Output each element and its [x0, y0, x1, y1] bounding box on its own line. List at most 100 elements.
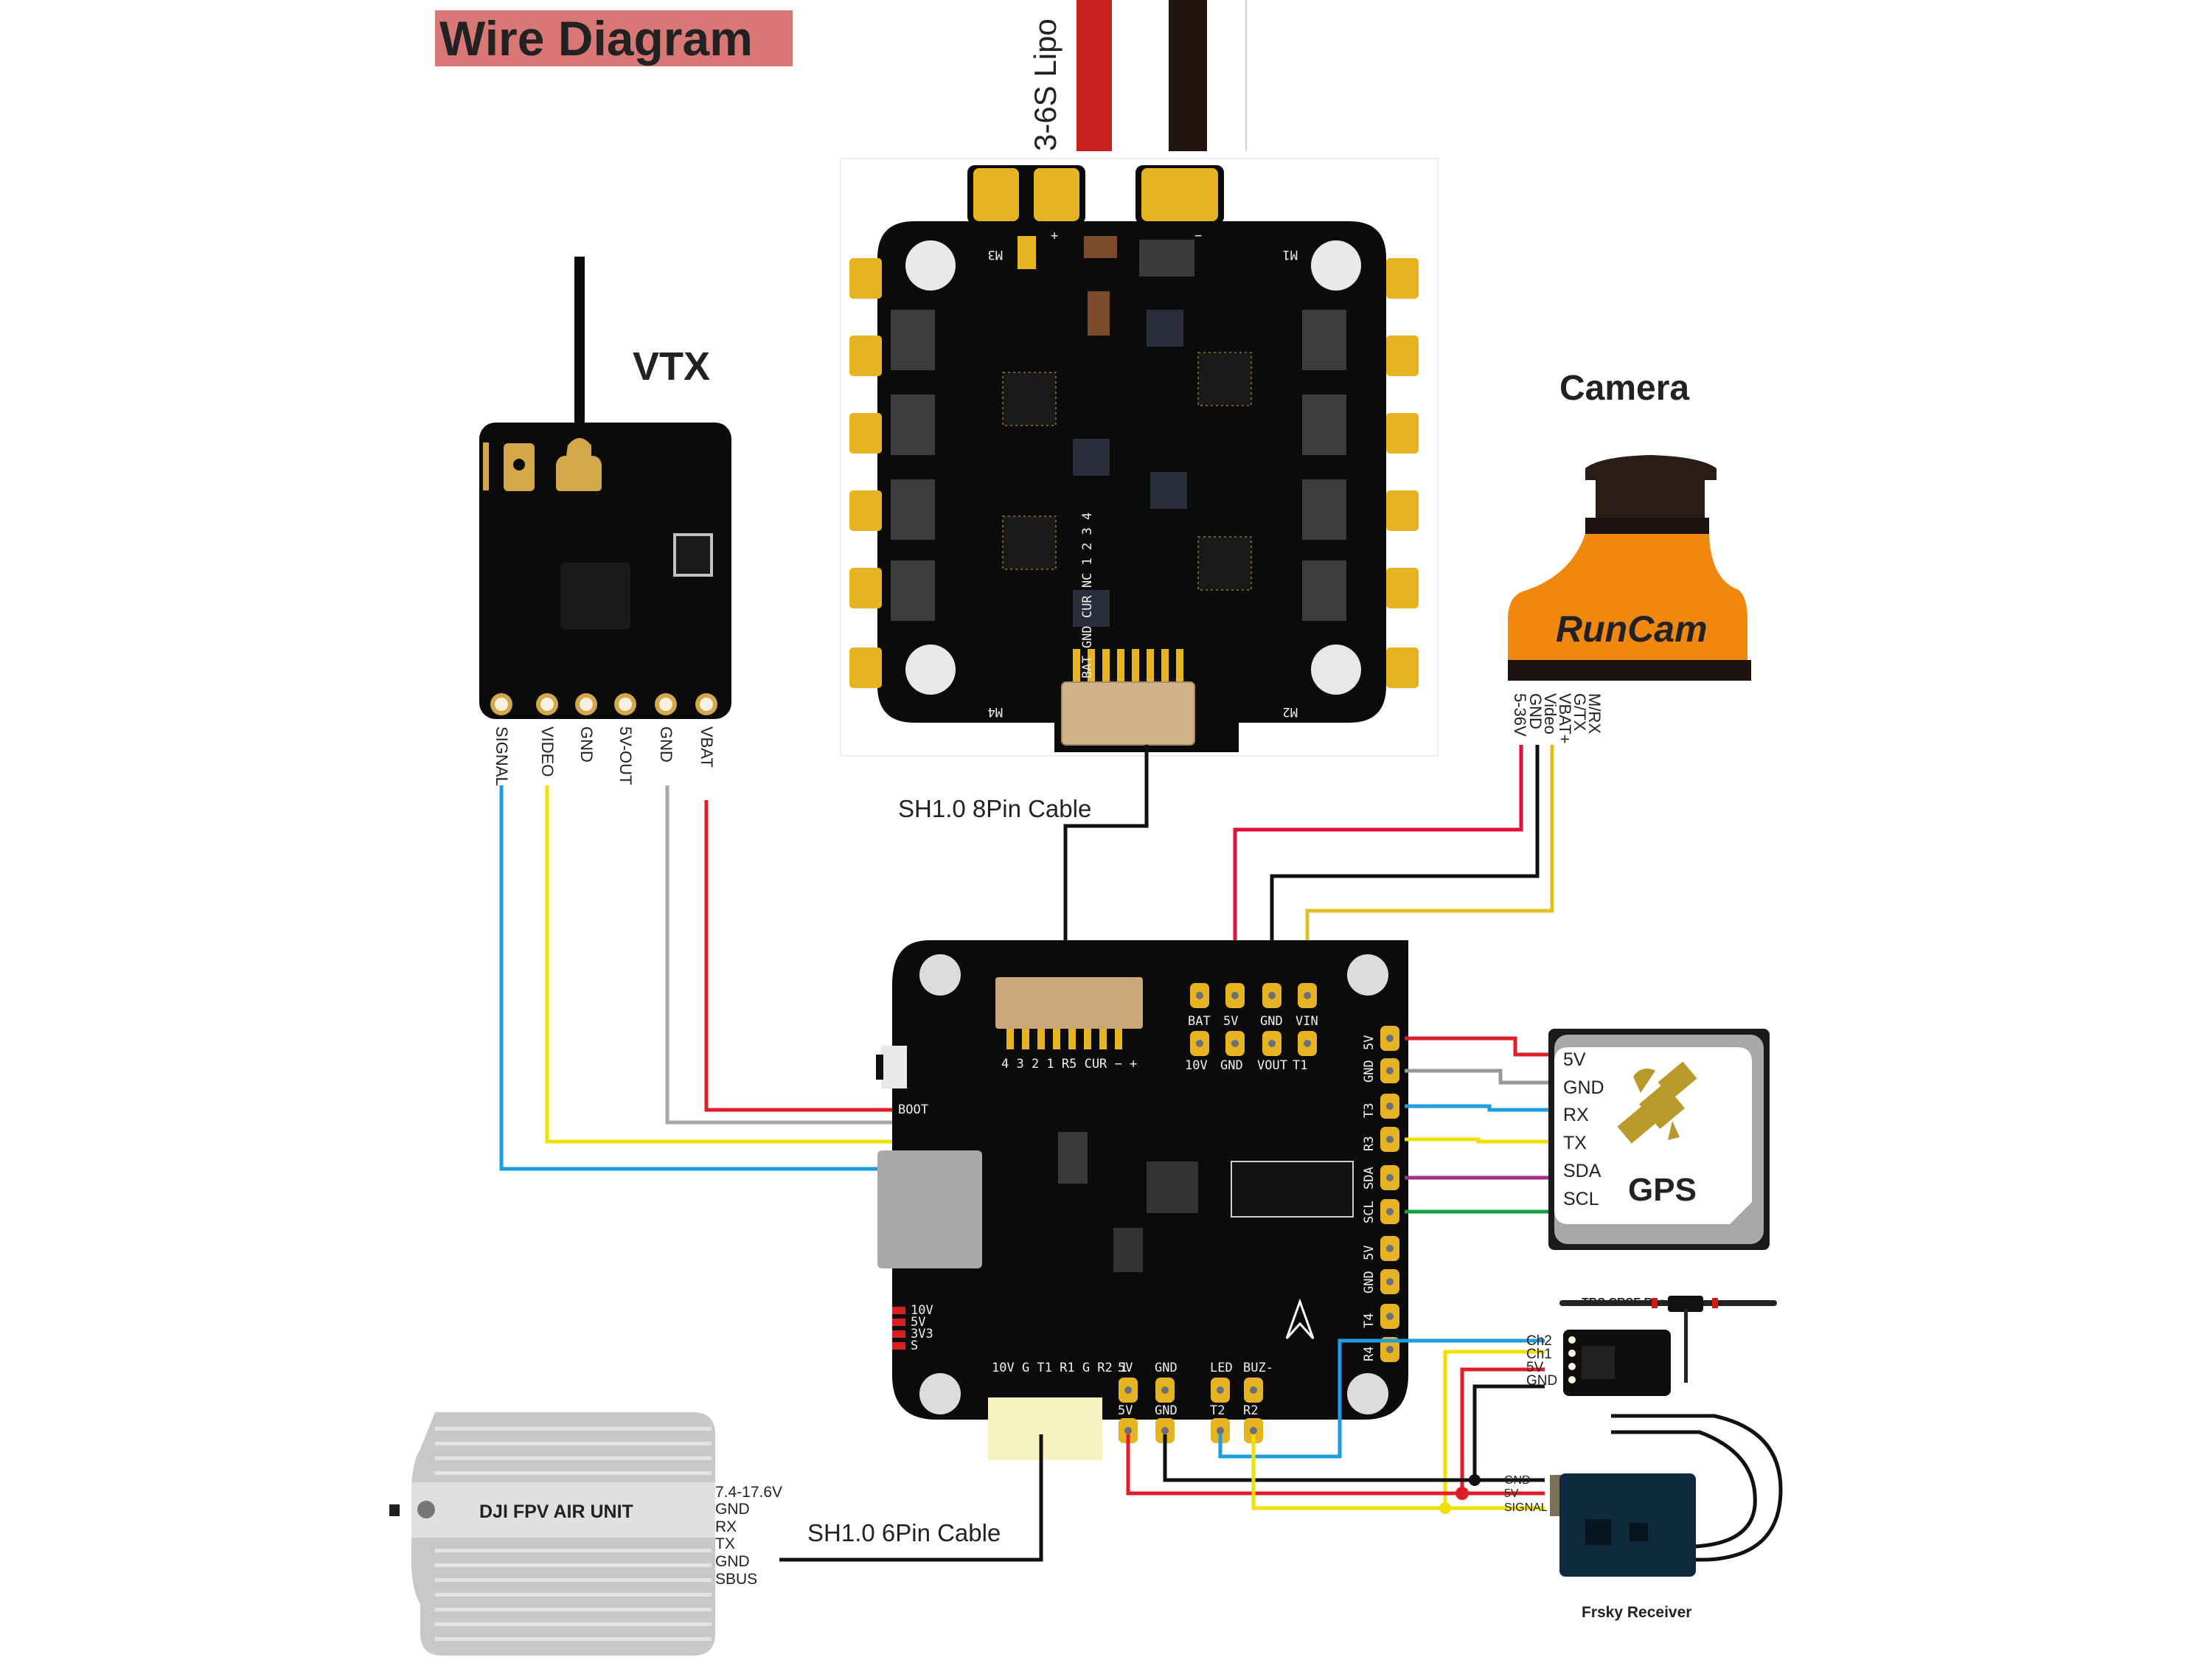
fc-top-pad-bat [1190, 983, 1209, 1008]
esc-motor-pad-left [849, 647, 882, 688]
fc-top-pad-label: GND [1260, 1014, 1283, 1029]
dji-cooling-fin [435, 1456, 712, 1460]
fc-bottom-pad-gnd [1155, 1378, 1175, 1403]
battery-label: 3-6S Lipo [1028, 18, 1062, 151]
esc-cap [1018, 236, 1036, 269]
camera-pin-label: Video [1541, 693, 1559, 735]
fc-boot-button[interactable] [881, 1046, 907, 1088]
fc-led [892, 1330, 905, 1338]
esc-mosfet [1302, 310, 1346, 370]
title-background [435, 10, 793, 66]
vtx-pin-hole [495, 698, 508, 711]
dji-pin-label: TX [715, 1535, 735, 1552]
crsf-pcb [1563, 1330, 1671, 1396]
title-group: Wire Diagram [435, 10, 793, 66]
vtx-component [673, 533, 713, 577]
dji-pin-label: 7.4-17.6V [715, 1484, 782, 1501]
crsf-pin [1568, 1363, 1576, 1370]
fc-esc-connector-pin [1037, 1029, 1045, 1049]
camera-pin-label: 5-36V [1511, 693, 1529, 737]
fc-usb-port[interactable] [877, 1150, 982, 1268]
vtx-pad-hole [513, 459, 525, 470]
frsky-chip-2 [1630, 1523, 1648, 1541]
fc-right-pad-5v [1380, 1026, 1399, 1051]
camera-pin-label: GND [1526, 693, 1545, 729]
fc-boot-button-cap [876, 1055, 883, 1080]
fc-led [892, 1319, 905, 1326]
fc-led-label: 5V [911, 1315, 925, 1330]
esc-mcu-4 [1073, 590, 1110, 627]
esc-mount-hole-br [1311, 645, 1361, 695]
wire-crsf-5v [1460, 1367, 1545, 1493]
fc-dji-connector-labels: 10V G T1 R1 G R2 1 [992, 1361, 1127, 1375]
gps-pin-label: TX [1563, 1133, 1587, 1153]
fc-right-pad-label: GND [1362, 1060, 1377, 1083]
crsf-pin [1568, 1376, 1576, 1383]
dji-label-band [411, 1482, 715, 1538]
wire-frsky-signal [1251, 1434, 1545, 1510]
camera-brand: RunCam [1556, 608, 1708, 650]
fc-bottom-pad-label: 5V [1118, 1403, 1133, 1418]
fc-direction-arrow-icon [1285, 1298, 1315, 1340]
fc-top-pad-gnd [1225, 1031, 1245, 1056]
motor-label-m4: M4 [988, 704, 1003, 719]
dji-cable-label: SH1.0 6Pin Cable [807, 1519, 1001, 1546]
fc-right-pad-label: GND [1362, 1271, 1377, 1293]
fc-bottom-pad-buz [1244, 1378, 1263, 1403]
esc-mcu-1 [1147, 310, 1183, 347]
fc-bottom-pad-label: GND [1155, 1361, 1178, 1375]
vtx-pin-label: 5V-OUT [616, 726, 635, 785]
fc-led [892, 1342, 905, 1350]
vtx-pin-hole [659, 698, 672, 711]
crsf-antenna-t [1668, 1296, 1703, 1312]
esc-motor-pad-right [1386, 413, 1419, 454]
crsf-pin-label: Ch2 [1526, 1333, 1552, 1349]
fc-top-pad-vout [1262, 1031, 1281, 1056]
fc-mount-hole-tl [919, 954, 961, 996]
camera-pin-label: M/RX [1585, 693, 1604, 734]
vtx-antenna-pad [556, 438, 602, 491]
motor-label-m2: M2 [1283, 704, 1298, 719]
fc-top-pad-5v [1225, 983, 1245, 1008]
dji-pin-label: GND [715, 1553, 750, 1570]
esc-motor-pad-left [849, 336, 882, 376]
junction-5v [1455, 1487, 1469, 1500]
esc-motor-pad-right [1386, 258, 1419, 299]
fc-led-label: S [911, 1338, 918, 1353]
vtx-pin-label: VBAT [698, 726, 716, 768]
fc-bottom-pad-label: GND [1155, 1403, 1178, 1418]
fc-top-pad-label: T1 [1293, 1058, 1307, 1073]
fc-esc-connector-pin [1099, 1029, 1107, 1049]
fc-top-pad-vin [1298, 983, 1317, 1008]
fc-right-pad-gnd [1380, 1269, 1399, 1294]
esc-driver-ic-2 [1197, 352, 1252, 406]
esc-connector-pin [1176, 649, 1183, 682]
fc-bottom-pad-r2 [1244, 1418, 1263, 1443]
esc-mosfet [891, 310, 935, 370]
esc-pcb [877, 221, 1386, 752]
wire-crsf-gnd [1472, 1384, 1545, 1480]
wire-frsky-5v [1126, 1434, 1545, 1496]
dji-cooling-fin [435, 1442, 712, 1445]
fc-top-pad-label: 5V [1223, 1014, 1238, 1029]
dji-cooling-fin [435, 1608, 712, 1611]
fc-right-pad-5v [1380, 1236, 1399, 1261]
dji-pin-label: GND [715, 1501, 750, 1518]
motor-label-m1: M1 [1283, 247, 1298, 262]
camera-lens-ring [1585, 518, 1709, 534]
vtx-pin-label: GND [657, 726, 675, 763]
dji-cooling-fin [435, 1563, 712, 1567]
crsf-pin [1568, 1350, 1576, 1357]
fc-mount-hole-bl [919, 1373, 961, 1414]
motor-label-m3: M3 [988, 247, 1003, 262]
crsf-pin-label: 5V [1526, 1360, 1544, 1375]
fc-esc-connector-pin [1115, 1029, 1122, 1049]
esc-connector-pin [1102, 649, 1110, 682]
fc-led [892, 1307, 905, 1314]
